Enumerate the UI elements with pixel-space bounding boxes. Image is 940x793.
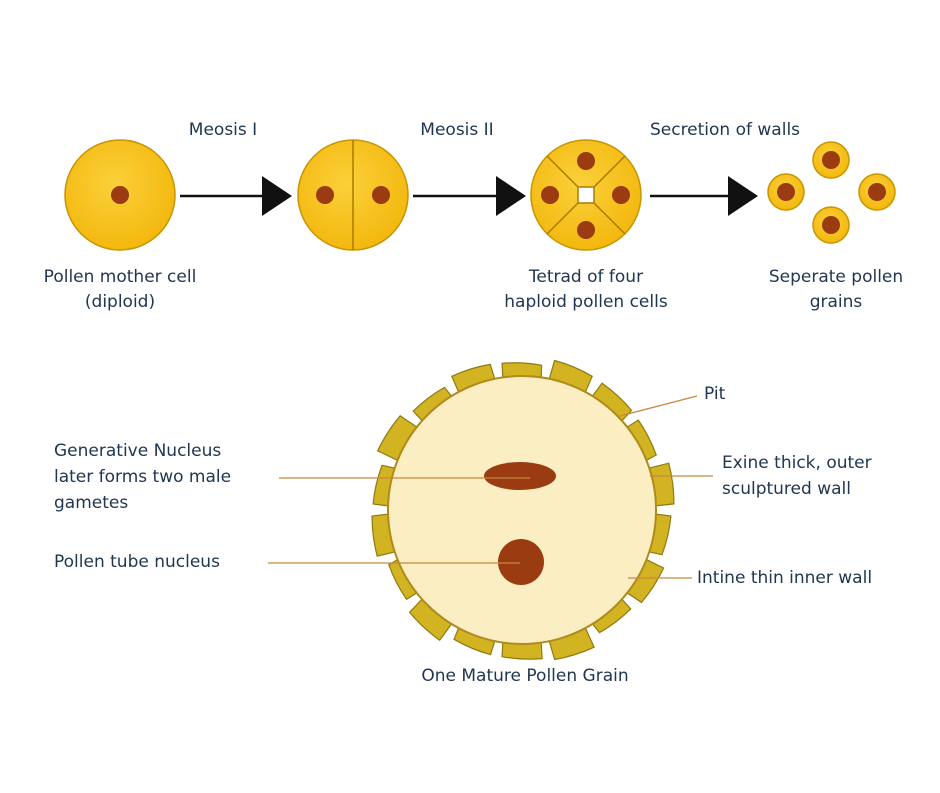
pollen-grain — [858, 173, 896, 211]
nucleus — [577, 221, 595, 239]
nucleus — [541, 186, 559, 204]
nucleus — [612, 186, 630, 204]
arrow-wall-secretion — [650, 176, 758, 216]
mature-pollen-grain — [371, 359, 675, 661]
exine-label-line-2: sculptured wall — [722, 479, 851, 499]
generative-nucleus-label-line-1: Generative Nucleus — [54, 441, 222, 461]
pollen-tube-nucleus — [498, 539, 544, 585]
dyad-cell — [297, 139, 409, 251]
pollen-grain — [812, 206, 850, 244]
tetrad-label-line-2: haploid pollen cells — [504, 292, 668, 312]
mature-grain-caption: One Mature Pollen Grain — [421, 666, 629, 686]
meiosis-2-label: Meosis II — [420, 120, 494, 140]
generative-nucleus-label-line-2: later forms two male — [54, 467, 232, 487]
arrow-meiosis-1 — [180, 176, 292, 216]
pollen-mother-cell-label-line-1: Pollen mother cell — [43, 267, 197, 287]
exine-wall — [371, 359, 675, 661]
arrow-meiosis-2 — [413, 176, 526, 216]
separate-grains-label-line-2: grains — [809, 292, 863, 312]
nucleus — [111, 186, 129, 204]
generative-nucleus — [484, 462, 556, 490]
pollen-mother-cell — [64, 139, 176, 251]
intine-label: Intine thin inner wall — [697, 568, 873, 588]
separate-pollen-grains — [767, 141, 896, 244]
nucleus — [316, 186, 334, 204]
tetrad-cell — [530, 139, 642, 251]
pollen-mother-cell-label-line-2: (diploid) — [84, 292, 156, 312]
nucleus — [372, 186, 390, 204]
tube-nucleus-label: Pollen tube nucleus — [54, 552, 220, 572]
generative-nucleus-label-line-3: gametes — [54, 493, 129, 513]
nucleus — [577, 152, 595, 170]
tetrad-label-line-1: Tetrad of four — [528, 267, 644, 287]
meiosis-1-label: Meosis I — [188, 120, 258, 140]
pit-leader-line — [619, 395, 698, 417]
leader-lines — [268, 395, 713, 579]
separate-grains-label-line-1: Seperate pollen — [768, 267, 904, 287]
pollen-grain — [767, 173, 805, 211]
secretion-of-walls-label: Secretion of walls — [649, 120, 801, 140]
intine-wall — [387, 375, 657, 645]
exine-label-line-1: Exine thick, outer — [722, 453, 872, 473]
pollen-grain — [812, 141, 850, 179]
pit-label: Pit — [704, 384, 726, 404]
